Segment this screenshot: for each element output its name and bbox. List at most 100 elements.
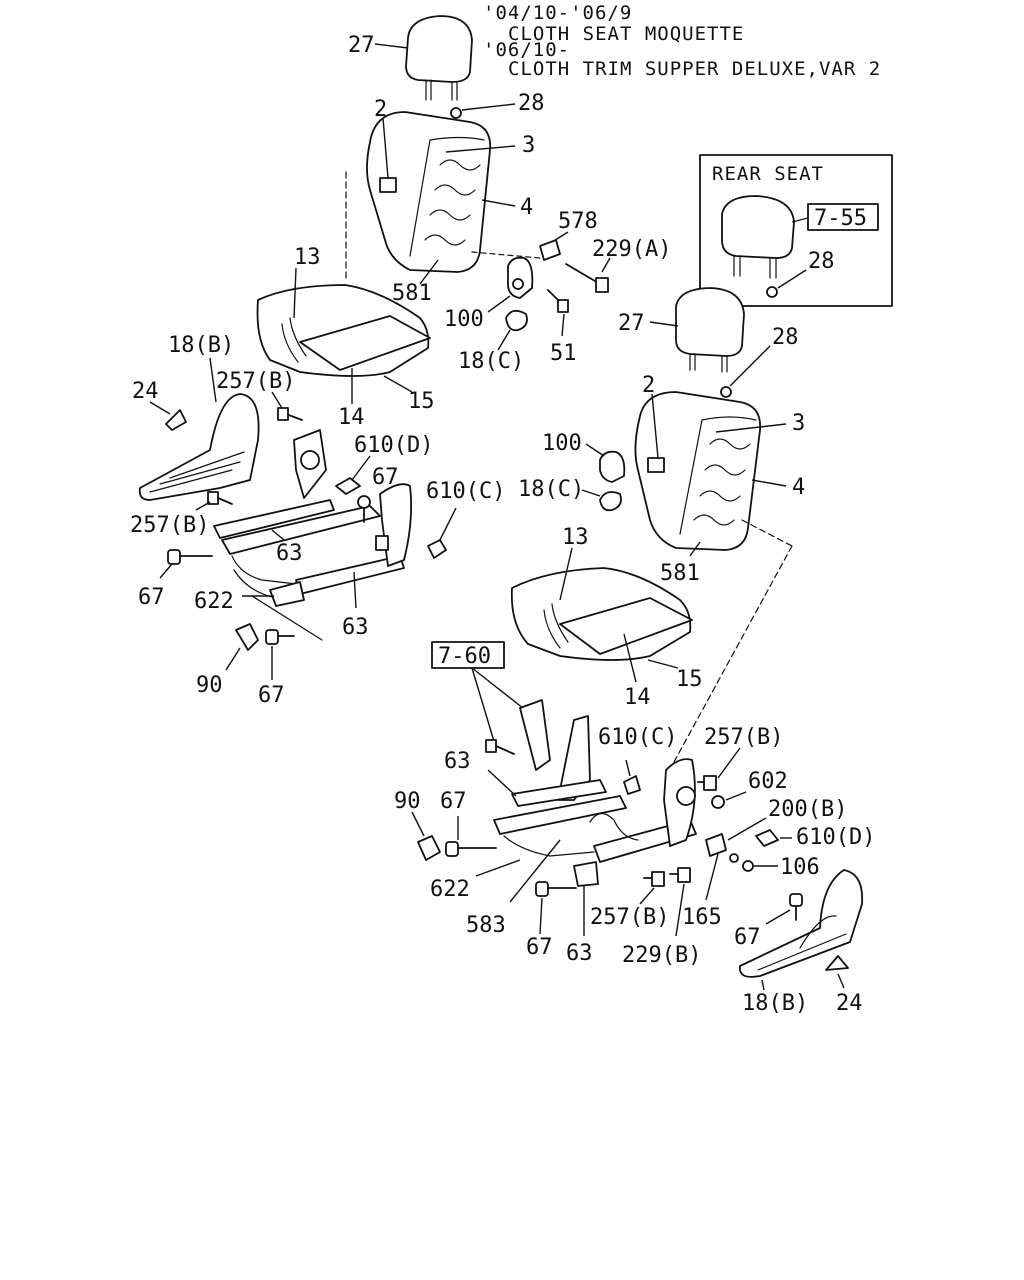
knob-24-right [825,955,849,971]
seat-frame-right [493,699,697,887]
label-67-right-c: 67 [734,925,761,950]
nut-106 [729,853,778,872]
seat-frame-left [213,429,413,607]
label-13-right: 13 [562,525,589,550]
header-line-1: '04/10-'06/9 [483,2,632,24]
label-28-right: 28 [772,325,799,350]
clip-28-top [450,103,516,119]
label-18b-right: 18(B) [742,991,808,1016]
label-63-right-a: 63 [444,749,471,774]
label-578: 578 [558,209,598,234]
bolt-7-60 [485,739,515,755]
header-line-2: CLOTH SEAT MOQUETTE [508,23,744,45]
label-200b: 200(B) [768,797,847,822]
bolt-67-left-c [265,629,295,645]
bracket-610c-left [427,539,447,559]
label-67-right-a: 67 [440,789,467,814]
label-67-left-b: 67 [138,585,165,610]
label-229a: 229(A) [592,237,671,262]
bolt-257b-top [277,407,303,421]
label-67-right-b: 67 [526,935,553,960]
label-257b-top: 257(B) [216,369,295,394]
label-610c-left: 610(C) [426,479,505,504]
rear-seat-ref: 7-55 [814,206,867,231]
seat-cushion-right [510,567,693,661]
label-4-top: 4 [520,195,533,220]
label-28-top: 28 [518,91,545,116]
label-100-right: 100 [542,431,582,456]
cap-90-left [235,623,259,651]
label-622-right: 622 [430,877,470,902]
label-90-left: 90 [196,673,223,698]
label-67-left-c: 67 [258,683,285,708]
header-line-4: CLOTH TRIM SUPPER DELUXE,VAR 2 [508,58,881,80]
label-2-right: 2 [642,373,655,398]
label-24-top: 24 [132,379,159,404]
label-4-right: 4 [792,475,805,500]
headrest-right [675,287,745,373]
knob-24-left [165,409,187,431]
label-24-right: 24 [836,991,863,1016]
label-583: 583 [466,913,506,938]
seat-cushion-left [256,284,431,377]
washer-602 [711,795,725,809]
bolt-67-right-b [535,881,577,897]
label-15-top: 15 [408,389,435,414]
bolt-229a [565,257,611,293]
ref-box-7-60 [431,641,529,749]
label-257b-right-b: 257(B) [590,905,669,930]
label-3-top: 3 [522,133,535,158]
bolt-257b-right-b [643,871,665,887]
label-257b-mid: 257(B) [130,513,209,538]
rear-seat-part-28: 28 [808,249,835,274]
cover-100-top [507,256,534,299]
rear-seat-box [699,154,893,307]
header-text: '04/10-'06/9 CLOTH SEAT MOQUETTE '06/10-… [483,2,881,80]
screw-51 [547,289,569,337]
ref-7-60: 7-60 [438,644,491,669]
headrest-top [405,15,473,101]
bracket-200b [705,833,727,857]
bolt-67-left-b [167,549,213,565]
clip-18c-top [505,309,528,332]
cover-100-right [599,450,626,483]
label-581-right: 581 [660,561,700,586]
label-622-left: 622 [194,589,234,614]
label-15-right: 15 [676,667,703,692]
label-106: 106 [780,855,820,880]
label-229b: 229(B) [622,943,701,968]
bolt-67-right-c [789,893,803,921]
trim-18b-right [738,869,864,978]
label-27-right: 27 [618,311,645,336]
label-90-right: 90 [394,789,421,814]
label-18b-top: 18(B) [168,333,234,358]
label-610c-right: 610(C) [598,725,677,750]
label-18c-right: 18(C) [518,477,584,502]
label-602: 602 [748,769,788,794]
label-100-top: 100 [444,307,484,332]
bolt-257b-right-a [697,775,717,791]
bolt-257b-mid [207,491,233,505]
bracket-610d-left [335,477,361,495]
clip-28-right [720,345,771,398]
seat-back-left [366,111,492,273]
bolt-67-left-a [357,495,371,523]
label-67-left-a: 67 [372,465,399,490]
label-610d-right: 610(D) [796,825,875,850]
label-610d-left: 610(D) [354,433,433,458]
bushing-578 [539,231,569,261]
label-63-left-a: 63 [276,541,303,566]
bolt-67-right-a [445,841,497,857]
label-13-top: 13 [294,245,321,270]
label-51: 51 [550,341,577,366]
label-14-right: 14 [624,685,651,710]
clip-18c-right [599,491,622,512]
label-63-right-b: 63 [566,941,593,966]
trim-18b-left [138,393,260,501]
label-63-left-b: 63 [342,615,369,640]
bracket-610d-right [755,829,779,847]
header-line-3: '06/10- [483,39,570,61]
cap-90-right [417,835,441,861]
label-257b-right-a: 257(B) [704,725,783,750]
label-581-top: 581 [392,281,432,306]
